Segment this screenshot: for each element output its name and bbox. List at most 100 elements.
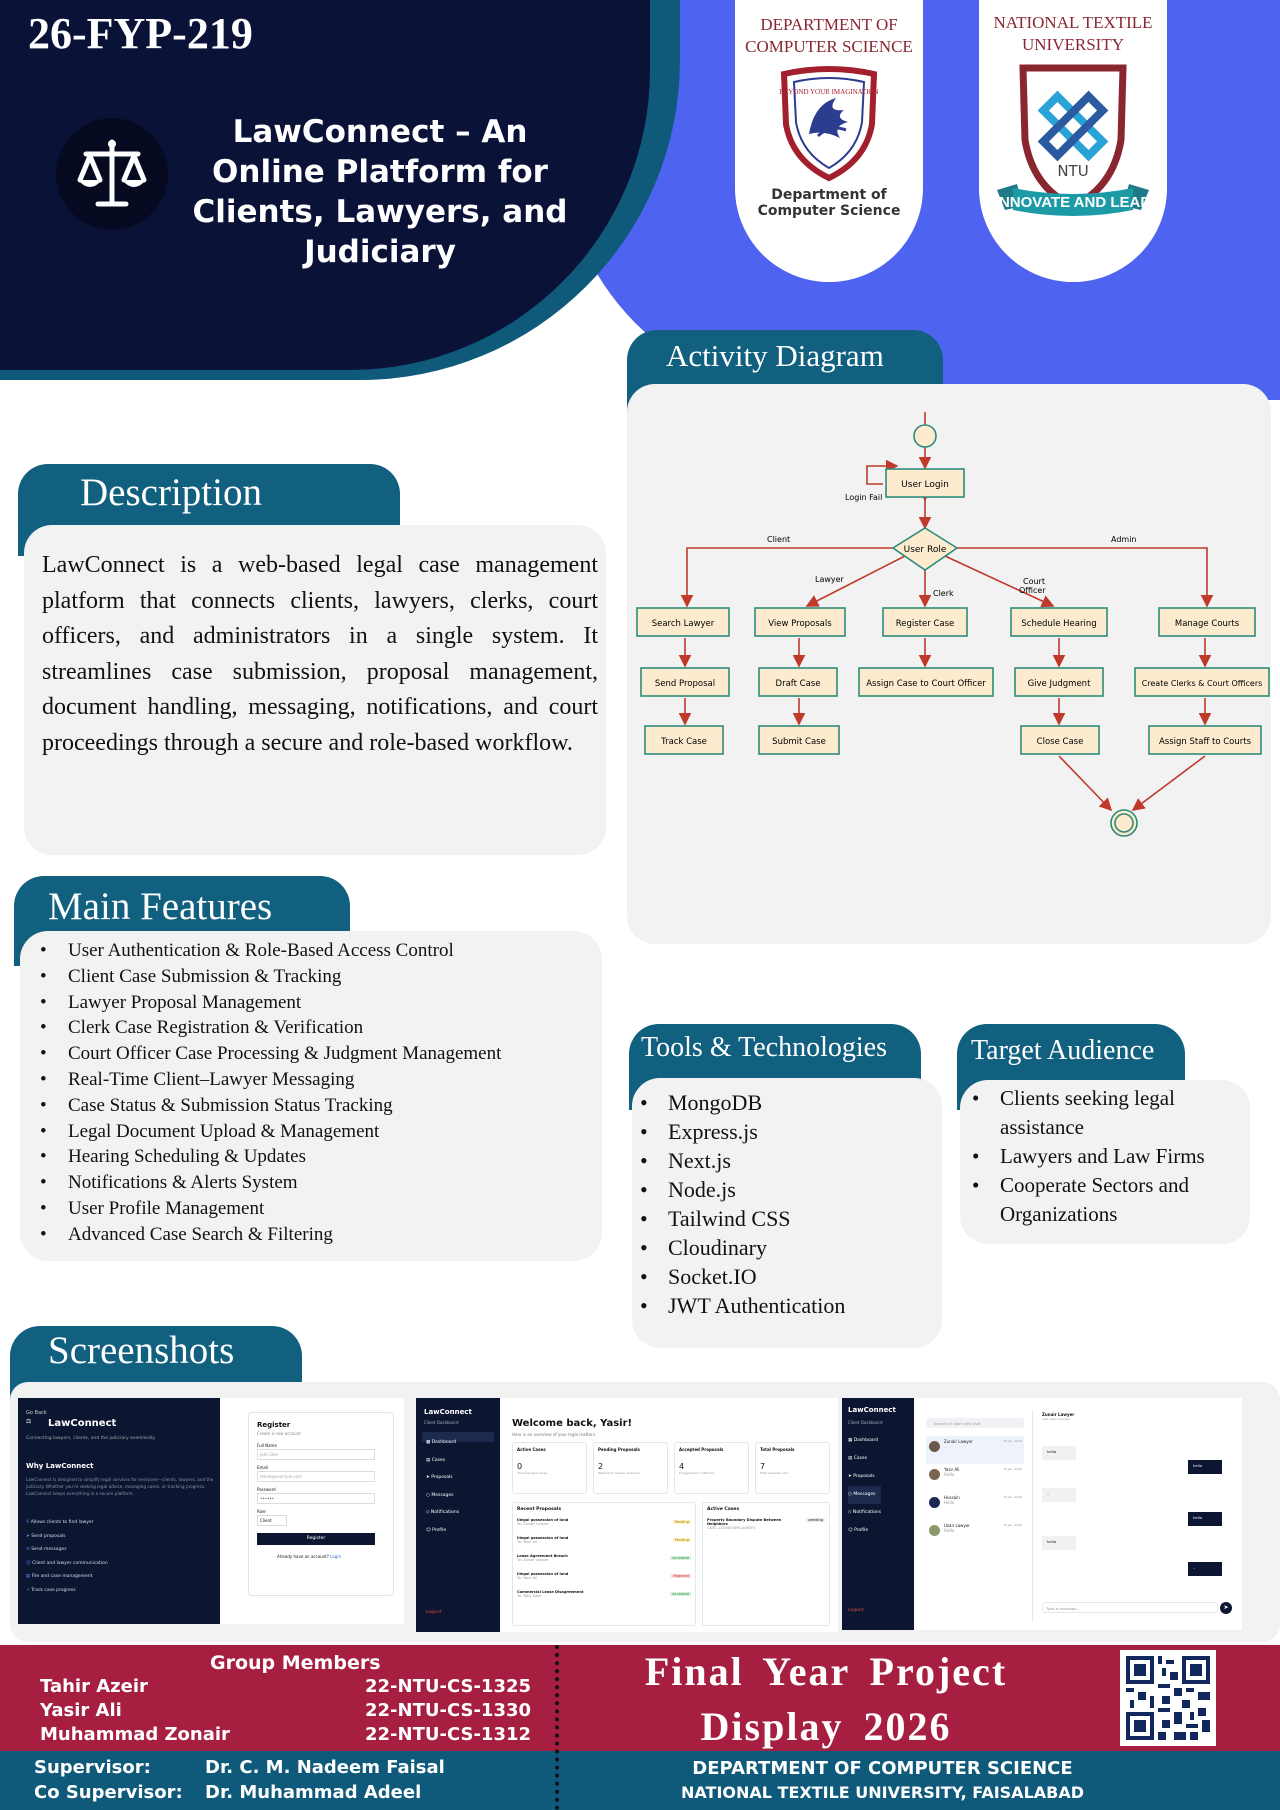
tool-item: JWT Authentication xyxy=(640,1291,930,1320)
group-members-title: Group Members xyxy=(210,1652,381,1674)
nav-proposals[interactable]: ➤ Proposals xyxy=(848,1474,875,1479)
qr-code-icon xyxy=(1120,1650,1216,1746)
nav-profile[interactable]: ☺ Profile xyxy=(426,1527,447,1533)
login-prompt: Already have an account? Login xyxy=(277,1554,341,1559)
footer-top-band xyxy=(0,1645,1280,1751)
dashboard-sidebar: LawConnect Client Dashboard ▦ Dashboard … xyxy=(416,1398,500,1632)
why-bullet: ➤ Send proposals xyxy=(26,1533,66,1539)
nav-dashboard[interactable]: ▦ Dashboard xyxy=(426,1440,457,1445)
feature-item: User Authentication & Role-Based Access … xyxy=(40,938,600,964)
logout-button[interactable]: Logout xyxy=(426,1610,442,1615)
audience-item: Lawyers and Law Firms xyxy=(972,1142,1242,1171)
audience-item: Cooperate Sectors and Organizations xyxy=(972,1171,1242,1229)
avatar xyxy=(929,1469,940,1480)
screenshot-register: Go Back ⚖ LawConnect Connecting lawyers,… xyxy=(18,1398,404,1624)
dept-badge-title-line2: COMPUTER SCIENCE xyxy=(745,37,913,56)
nav-notifications[interactable]: ◇ Notifications xyxy=(426,1510,460,1515)
stat-card: Accepted Proposals 4 Engagement confirme… xyxy=(674,1442,749,1494)
svg-text:Send Proposal: Send Proposal xyxy=(655,679,715,689)
nav-dashboard[interactable]: ▦ Dashboard xyxy=(848,1438,879,1443)
nav-messages[interactable]: ○ Messages xyxy=(426,1492,454,1498)
tool-item: Socket.IO xyxy=(640,1262,930,1291)
tools-heading: Tools & Technologies xyxy=(641,1032,887,1063)
nav-notifications[interactable]: ◇ Notifications xyxy=(848,1510,882,1515)
svg-text:Track Case: Track Case xyxy=(660,737,707,747)
active-case-row[interactable]: Property Boundary Dispute Between Neighb… xyxy=(707,1518,825,1530)
why-bullet: ✉ Send messages xyxy=(26,1547,67,1552)
nav-profile[interactable]: ☺ Profile xyxy=(848,1528,869,1533)
diagram-node-send-proposal: Send Proposal xyxy=(640,667,730,697)
ntu-emblem-icon: NTU INNOVATE AND LEAD xyxy=(995,64,1151,216)
full-name-input[interactable]: John Doe xyxy=(257,1449,375,1460)
diagram-edge-court-officer-1: Court xyxy=(1023,577,1045,586)
ntu-badge-title-line2: UNIVERSITY xyxy=(1022,35,1124,54)
stats-row: Active Cases 0 Ongoing legal cases Pendi… xyxy=(512,1442,830,1494)
message-sent: hello xyxy=(1188,1512,1222,1526)
nav-cases[interactable]: ▤ Cases xyxy=(426,1457,446,1463)
diagram-edge-clerk: Clerk xyxy=(933,589,954,598)
svg-text:Search Lawyer: Search Lawyer xyxy=(652,619,715,629)
display-title-line2: Display 2026 xyxy=(700,1704,952,1749)
svg-text:Assign Staff to Courts: Assign Staff to Courts xyxy=(1159,737,1252,747)
chat-header: Zunair Lawyer Last seen recently xyxy=(1042,1412,1074,1421)
contact-item[interactable]: Zunair Lawyer...19 Jan, 2026 xyxy=(926,1436,1024,1464)
description-text: LawConnect is a web-based legal case man… xyxy=(42,552,598,756)
message-received: hello xyxy=(1042,1446,1076,1460)
diagram-node-role: User Role xyxy=(891,527,959,571)
login-link[interactable]: Login xyxy=(330,1554,341,1559)
feature-item: Client Case Submission & Tracking xyxy=(40,964,600,990)
nav-cases[interactable]: ▤ Cases xyxy=(848,1456,868,1461)
role-select[interactable]: Client xyxy=(257,1515,287,1526)
tool-item: Tailwind CSS xyxy=(640,1204,930,1233)
diagram-node-search-lawyer: Search Lawyer xyxy=(636,607,730,637)
ntu-badge-title-line1: NATIONAL TEXTILE xyxy=(993,13,1153,32)
member-id: 22-NTU-CS-1312 xyxy=(365,1724,532,1745)
audience-heading: Target Audience xyxy=(971,1035,1155,1066)
recent-proposals-title: Recent Proposals xyxy=(517,1507,562,1512)
send-icon[interactable]: ➤ xyxy=(1220,1602,1232,1614)
dashboard-sub: Client Dashboard xyxy=(424,1420,459,1425)
register-left-panel: Go Back ⚖ LawConnect Connecting lawyers,… xyxy=(18,1398,220,1624)
register-button[interactable]: Register xyxy=(257,1533,375,1545)
why-bullet: ▤ File and case management xyxy=(26,1574,93,1579)
diagram-edge-lawyer: Lawyer xyxy=(815,575,845,584)
project-code: 26-FYP-219 xyxy=(28,9,253,58)
activity-diagram-heading: Activity Diagram xyxy=(666,338,884,373)
footer-department: DEPARTMENT OF COMPUTER SCIENCE xyxy=(692,1758,1073,1779)
messages-nav: ▦ Dashboard ▤ Cases ➤ Proposals ○ Messag… xyxy=(848,1432,882,1540)
chat-search-input[interactable]: Search or start new chat xyxy=(926,1418,1024,1428)
go-back-link[interactable]: Go Back xyxy=(26,1410,47,1416)
activity-diagram-panel: User Login Login Fail User Role Client L… xyxy=(627,384,1271,944)
nav-proposals[interactable]: ➤ Proposals xyxy=(426,1475,453,1480)
avatar xyxy=(929,1525,940,1536)
nav-messages[interactable]: ○ Messages xyxy=(848,1486,882,1504)
email-input[interactable]: email@example.com xyxy=(257,1471,375,1482)
member-name: Tahir Azeir xyxy=(40,1676,148,1697)
messages-sub: Client Dashboard xyxy=(848,1420,883,1425)
message-received: hello xyxy=(1042,1536,1076,1550)
member-name: Muhammad Zonair xyxy=(40,1724,230,1745)
diagram-edge-admin: Admin xyxy=(1111,535,1137,544)
diagram-node-track-case: Track Case xyxy=(644,725,724,755)
scales-small-icon: ⚖ xyxy=(26,1418,32,1425)
dept-badge-sub-line1: Department of xyxy=(771,187,887,203)
logout-button[interactable]: Logout xyxy=(848,1608,864,1613)
register-form-sub: Create a new account xyxy=(257,1431,301,1436)
diagram-node-login: User Login xyxy=(885,468,965,498)
password-input[interactable]: •••••• xyxy=(257,1493,375,1504)
avatar xyxy=(929,1441,940,1452)
register-brand: LawConnect xyxy=(48,1418,117,1429)
chat-message-input[interactable]: Type a message... xyxy=(1042,1602,1218,1613)
message-received: .. xyxy=(1042,1488,1076,1502)
stat-card: Total Proposals 7 Total requests sent xyxy=(755,1442,830,1494)
nav-active-bg xyxy=(422,1432,494,1442)
